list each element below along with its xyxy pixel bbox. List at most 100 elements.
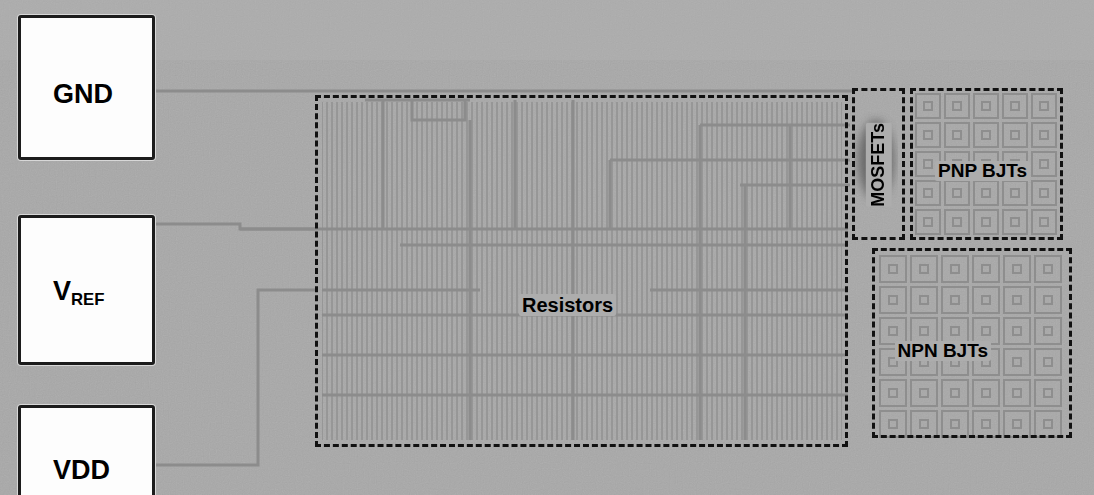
transistor-contact	[953, 102, 961, 110]
chip-detail	[322, 394, 848, 397]
region-label: NPN BJTs	[895, 341, 991, 362]
chip-detail	[469, 120, 472, 440]
metal-trace	[155, 90, 852, 93]
transistor-cell	[916, 210, 940, 234]
transistor-contact	[982, 189, 990, 197]
transistor-contact	[1044, 265, 1052, 273]
transistor-cell	[1035, 318, 1061, 344]
transistor-contact	[1044, 296, 1052, 304]
transistor-cell	[911, 287, 937, 313]
transistor-cell	[911, 411, 937, 437]
transistor-contact	[1044, 420, 1052, 428]
transistor-contact	[1040, 189, 1048, 197]
transistor-contact	[982, 296, 990, 304]
transistor-cell	[1004, 349, 1030, 375]
chip-detail	[514, 100, 517, 230]
metal-trace	[240, 100, 850, 440]
transistor-cell	[1003, 94, 1027, 118]
transistor-contact	[951, 327, 959, 335]
transistor-contact	[889, 389, 897, 397]
transistor-contact	[982, 265, 990, 273]
pad-label: GND	[53, 80, 113, 110]
pnp-region: PNP BJTs	[910, 88, 1063, 240]
transistor-contact	[920, 296, 928, 304]
transistor-cell	[945, 210, 969, 234]
transistor-cell	[1032, 123, 1056, 147]
transistor-contact	[953, 189, 961, 197]
transistor-cell	[1035, 411, 1061, 437]
transistor-contact	[951, 265, 959, 273]
metal-trace	[155, 224, 315, 229]
transistor-cell	[1003, 181, 1027, 205]
transistor-cell	[942, 256, 968, 282]
transistor-cell	[945, 181, 969, 205]
transistor-cell	[1035, 287, 1061, 313]
chip-detail	[400, 244, 848, 247]
transistor-cell	[1003, 210, 1027, 234]
transistor-cell	[1004, 287, 1030, 313]
transistor-contact	[953, 218, 961, 226]
transistor-cell	[973, 287, 999, 313]
transistor-contact	[889, 327, 897, 335]
chip-detail	[789, 125, 792, 230]
transistor-cell	[973, 411, 999, 437]
transistor-contact	[1013, 265, 1021, 273]
transistor-contact	[953, 131, 961, 139]
resistor-region: Resistors	[315, 95, 848, 447]
pnp-transistor	[916, 94, 1056, 234]
region-label: MOSFETs	[866, 123, 892, 207]
transistor-cell	[916, 181, 940, 205]
chip-detail	[572, 100, 575, 440]
transistor-cell	[945, 94, 969, 118]
transistor-contact	[951, 389, 959, 397]
transistor-cell	[1004, 318, 1030, 344]
transistor-contact	[924, 131, 932, 139]
transistor-cell	[911, 256, 937, 282]
chip-detail	[322, 289, 480, 292]
die-sheen	[0, 0, 1094, 60]
transistor-cell	[1032, 181, 1056, 205]
pad-label: VREF	[53, 277, 105, 309]
transistor-cell	[1032, 94, 1056, 118]
npn-region: NPN BJTs	[872, 248, 1072, 438]
metal-trace	[155, 290, 315, 465]
transistor-cell	[1004, 380, 1030, 406]
transistor-contact	[1040, 131, 1048, 139]
transistor-cell	[1004, 256, 1030, 282]
transistor-cell	[1032, 210, 1056, 234]
mosfet-region: MOSFETs	[852, 88, 905, 240]
transistor-cell	[1004, 411, 1030, 437]
pad-label: VDD	[53, 456, 110, 486]
transistor-contact	[1040, 160, 1048, 168]
transistor-contact	[982, 102, 990, 110]
transistor-contact	[920, 420, 928, 428]
chip-detail	[412, 100, 465, 120]
resistor-array	[322, 102, 842, 440]
chip-detail	[740, 184, 850, 187]
chip-detail	[322, 354, 848, 357]
transistor-cell	[880, 287, 906, 313]
transistor-cell	[974, 210, 998, 234]
transistor-cell	[974, 123, 998, 147]
bond-pad: VREF	[18, 215, 155, 365]
transistor-cell	[916, 123, 940, 147]
chip-detail	[700, 124, 850, 127]
transistor-contact	[924, 189, 932, 197]
transistor-cell	[880, 380, 906, 406]
transistor-contact	[1011, 102, 1019, 110]
chip-detail	[744, 185, 747, 440]
transistor-contact	[1013, 420, 1021, 428]
transistor-cell	[1035, 256, 1061, 282]
transistor-cell	[945, 123, 969, 147]
transistor-contact	[1040, 102, 1048, 110]
chip-detail	[609, 160, 612, 230]
chip-detail	[365, 99, 470, 102]
transistor-cell	[880, 411, 906, 437]
chip-detail	[610, 159, 850, 162]
transistor-contact	[1044, 389, 1052, 397]
transistor-contact	[951, 296, 959, 304]
transistor-cell	[973, 380, 999, 406]
transistor-contact	[1011, 189, 1019, 197]
region-label: Resistors	[519, 294, 616, 316]
